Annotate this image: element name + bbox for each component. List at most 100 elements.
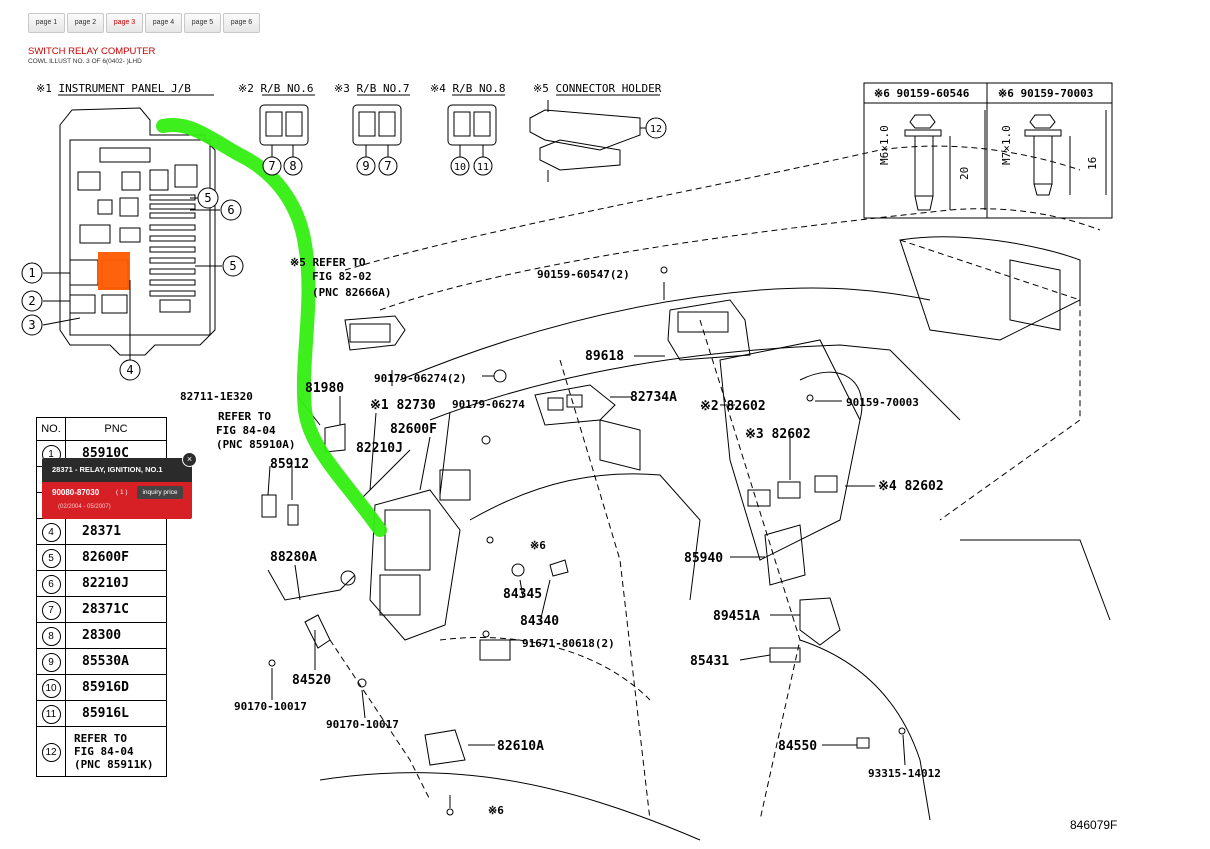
svg-text:(PNC 85910A): (PNC 85910A) [216,438,295,451]
callout-7-rb6[interactable]: 7 [262,156,282,176]
svg-text:FIG 82-02: FIG 82-02 [312,270,372,283]
callout-7-rb7[interactable]: 7 [378,156,398,176]
row-no: 11 [41,704,61,724]
instrument-panel-jb-drawing [42,107,222,360]
row-no: 4 [41,522,61,542]
row-no: 12 [41,742,61,762]
label-90179-06274[interactable]: 90179-06274 [452,398,525,411]
col-no: NO. [36,417,66,441]
svg-text:5: 5 [204,191,211,205]
callout-1[interactable]: 1 [21,262,43,284]
callout-5-lower[interactable]: 5 [222,255,244,277]
label-90170-10017-a[interactable]: 90170-10017 [234,700,307,713]
label-90179-06274-2[interactable]: 90179-06274(2) [374,372,467,385]
row-pnc[interactable]: REFER TO FIG 84-04 (PNC 85911K) [65,726,167,777]
label-84345[interactable]: 84345 [503,587,542,602]
label-6-a[interactable]: ※6 [530,539,546,552]
bolt-a-title: ※6 90159-60546 [874,87,970,100]
section-connector-holder: ※5 CONNECTOR HOLDER [533,82,662,95]
part-popup: 28371 - RELAY, IGNITION, NO.1 90080-8703… [42,452,197,523]
callout-10[interactable]: 10 [450,156,470,176]
label-84520[interactable]: 84520 [292,673,331,688]
callout-5-upper[interactable]: 5 [197,187,219,209]
page-tab-1[interactable]: page 1 [28,13,65,33]
svg-text:11: 11 [477,162,489,173]
label-88280A[interactable]: 88280A [270,550,317,565]
row-pnc[interactable]: 82210J [65,570,167,597]
callout-2[interactable]: 2 [21,290,43,312]
row-pnc[interactable]: 85530A [65,648,167,675]
callout-9[interactable]: 9 [356,156,376,176]
label-6-b[interactable]: ※6 [488,804,504,817]
row-no: 9 [41,652,61,672]
row-pnc[interactable]: 82600F [65,544,167,571]
svg-text:12: 12 [650,124,662,135]
callout-3[interactable]: 3 [21,314,43,336]
rb-no7-drawing [352,104,402,157]
page-tab-4[interactable]: page 4 [145,13,182,33]
row-no: 6 [41,574,61,594]
popup-body: 90080-87030 ( 1 ) inquiry price (02/2004… [42,482,192,519]
svg-text:3: 3 [28,318,35,332]
svg-text:2: 2 [28,294,35,308]
svg-text:9: 9 [362,159,369,173]
dashboard-body [319,236,1111,841]
label-82610A[interactable]: 82610A [497,739,544,754]
label-82600F[interactable]: 82600F [390,422,437,437]
label-90159-70003[interactable]: 90159-70003 [846,396,919,409]
callout-11[interactable]: 11 [473,156,493,176]
callout-6[interactable]: 6 [220,199,242,221]
callout-4[interactable]: 4 [119,359,141,381]
bolt-b-length: 16 [1086,157,1099,170]
label-90170-10017-b[interactable]: 90170-10017 [326,718,399,731]
callout-8[interactable]: 8 [283,156,303,176]
component-sketches [261,266,906,816]
label-81980[interactable]: 81980 [305,381,344,396]
label-89618[interactable]: 89618 [585,349,624,364]
rb-no6-drawing [259,104,309,157]
row-pnc[interactable]: 28300 [65,622,167,649]
bolt-b-thread: M7×1.0 [1000,125,1013,165]
svg-text:FIG 84-04: FIG 84-04 [216,424,276,437]
row-pnc[interactable]: 28371C [65,596,167,623]
label-85431[interactable]: 85431 [690,654,729,669]
label-82711-1E320[interactable]: 82711-1E320 [180,390,253,403]
page-tab-2[interactable]: page 2 [67,13,104,33]
label-84550[interactable]: 84550 [778,739,817,754]
label-82730[interactable]: ※1 82730 [370,398,436,413]
svg-text:7: 7 [268,159,275,173]
label-89451A[interactable]: 89451A [713,609,760,624]
row-pnc[interactable]: 85916D [65,674,167,701]
label-84340[interactable]: 84340 [520,614,559,629]
label-85940[interactable]: 85940 [684,551,723,566]
page-tab-5[interactable]: page 5 [184,13,221,33]
label-82602-rb7[interactable]: ※3 82602 [745,427,811,442]
label-93315-14012[interactable]: 93315-14012 [868,767,941,780]
label-82734A[interactable]: 82734A [630,390,677,405]
label-82602-rb6[interactable]: ※2 82602 [700,399,766,414]
close-icon[interactable]: × [182,452,197,467]
label-90159-60547-2[interactable]: 90159-60547(2) [537,268,630,281]
svg-text:4: 4 [126,363,133,377]
inquiry-price-button[interactable]: inquiry price [137,486,183,499]
label-85912[interactable]: 85912 [270,457,309,472]
page-tab-3[interactable]: page 3 [106,13,143,33]
callout-12[interactable]: 12 [645,117,667,139]
label-82210J[interactable]: 82210J [356,441,403,456]
label-82602-rb8[interactable]: ※4 82602 [878,479,944,494]
label-91671-80618-2[interactable]: 91671-80618(2) [522,637,615,650]
popup-part-number[interactable]: 90080-87030 [52,488,100,497]
row-pnc[interactable]: 85916L [65,700,167,727]
page-tab-6[interactable]: page 6 [223,13,260,33]
